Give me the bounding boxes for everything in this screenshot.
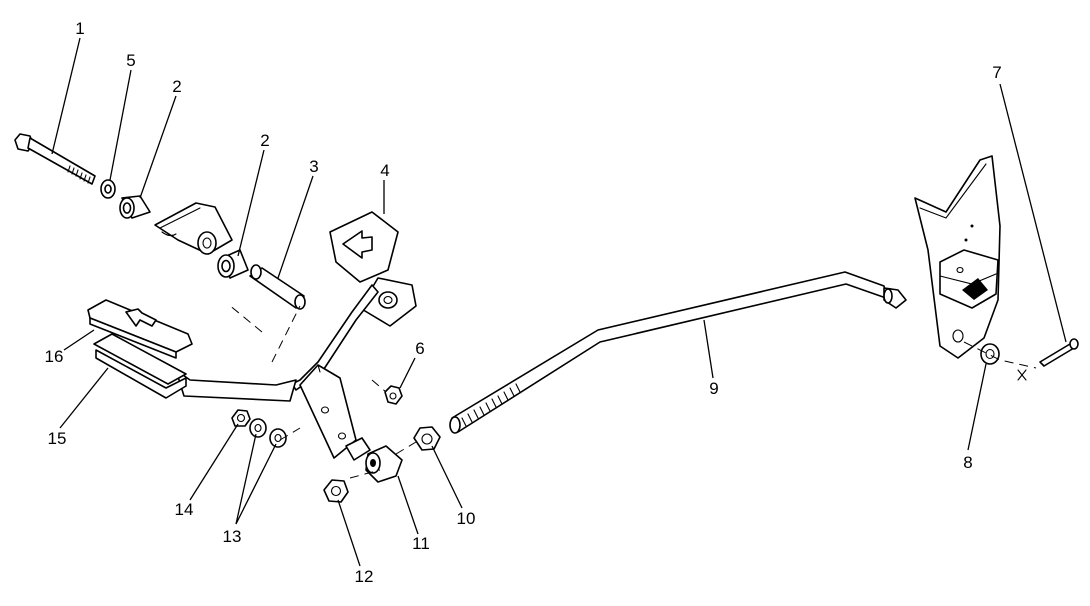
spacer-tube <box>249 264 306 310</box>
callout-2: 2 <box>172 77 181 96</box>
hex-nut <box>323 479 349 503</box>
callout-7: 7 <box>992 63 1001 82</box>
assembly-lines <box>227 303 1037 479</box>
callout-11: 11 <box>412 534 430 553</box>
hex-nut <box>231 409 251 427</box>
hex-nut <box>413 426 441 451</box>
callout-5: 5 <box>126 51 135 70</box>
pivot-bracket <box>154 202 233 255</box>
callout-3: 3 <box>309 157 318 176</box>
clevis-plate <box>299 364 357 459</box>
lower-pedal-pad <box>87 299 193 399</box>
hex-bolt <box>14 133 96 185</box>
upper-pedal-pad <box>329 211 399 283</box>
callout-12: 12 <box>355 567 374 586</box>
leader-lines <box>51 37 1067 567</box>
callout-2: 2 <box>260 131 269 150</box>
callout-16: 16 <box>45 347 64 366</box>
washer <box>249 418 267 438</box>
callout-4: 4 <box>380 161 389 180</box>
cotter-pin <box>1039 338 1079 367</box>
callout-8: 8 <box>963 453 972 472</box>
swivel-block <box>345 437 403 483</box>
bushing <box>119 195 151 219</box>
callout-6: 6 <box>415 339 424 358</box>
callout-13: 13 <box>223 527 242 546</box>
callout-1: 1 <box>75 19 84 38</box>
washer <box>980 343 1000 365</box>
bushing <box>217 249 249 279</box>
mounting-plate <box>914 155 1001 359</box>
callout-15: 15 <box>48 429 67 448</box>
washer <box>100 179 116 199</box>
callout-14: 14 <box>175 500 194 519</box>
washer <box>269 428 287 448</box>
callout-9: 9 <box>709 379 718 398</box>
control-rod <box>449 271 907 434</box>
pedal-arm <box>175 277 417 402</box>
callout-10: 10 <box>457 509 476 528</box>
callout-labels: 1 5 2 2 3 4 7 6 9 16 15 8 14 10 11 13 12 <box>45 19 1002 586</box>
hex-nut <box>384 385 403 405</box>
